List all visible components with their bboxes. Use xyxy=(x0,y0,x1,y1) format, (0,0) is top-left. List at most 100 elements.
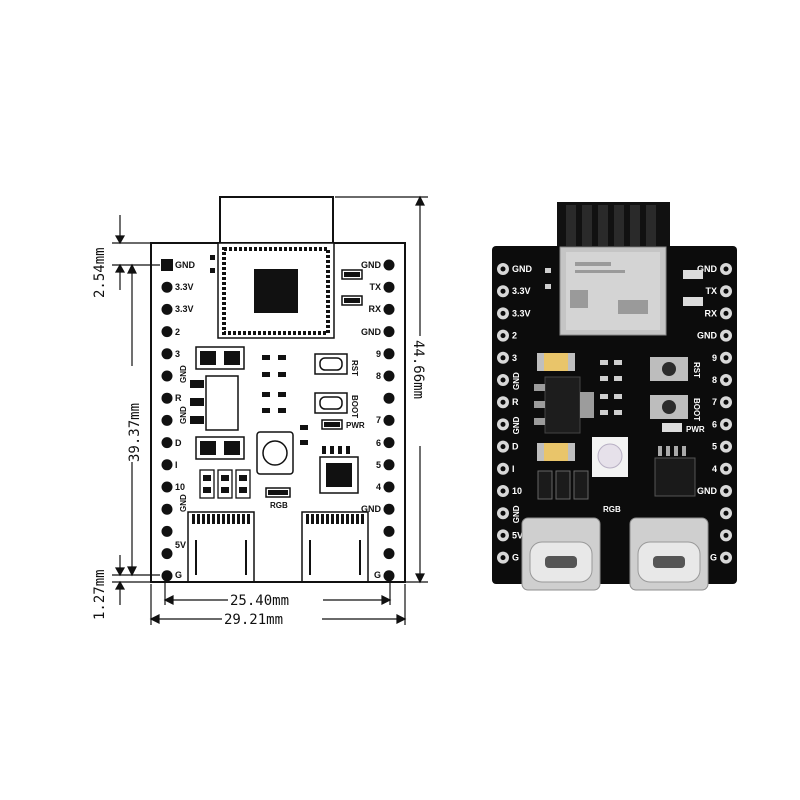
left-pin-hole xyxy=(161,525,173,537)
inner-gnd-label-2: GND xyxy=(179,406,188,424)
right-pin-label: 8 xyxy=(376,371,381,381)
left-pin-hole xyxy=(161,392,173,404)
left-pin-hole xyxy=(161,370,173,382)
photo-left-label: GND xyxy=(512,416,521,434)
left-pin-hole xyxy=(161,414,173,426)
rgb-led-outline xyxy=(256,431,294,475)
dim-inner-width: 25.40mm xyxy=(230,593,289,609)
photo-left-label: 3.3V xyxy=(512,286,531,296)
capacitor-top xyxy=(195,346,245,370)
rst-label: RST xyxy=(350,360,359,376)
photo-left-label: 5V xyxy=(512,530,523,540)
left-pin-hole xyxy=(161,570,173,582)
left-pin-label: I xyxy=(175,460,178,470)
photo-right-label: GND xyxy=(697,264,718,274)
right-pin-label: 4 xyxy=(376,482,381,492)
photo-left-label: G xyxy=(512,553,519,563)
usb-chip-outline xyxy=(319,456,359,494)
right-pin-label: GND xyxy=(361,504,382,514)
right-pin-hole xyxy=(383,303,395,315)
left-pin-label: D xyxy=(175,438,182,448)
photo-left-label: GND xyxy=(512,505,521,523)
photo-right-label: 8 xyxy=(712,375,717,385)
right-pin-label: G xyxy=(374,570,381,580)
usb-c-right-outline xyxy=(301,511,369,583)
dim-top-offset: 2.54mm xyxy=(92,247,108,298)
cap2-pad-1 xyxy=(200,441,216,455)
left-pin-label: 3 xyxy=(175,349,180,359)
right-pin-label: TX xyxy=(369,282,381,292)
inner-gnd-label-3: GND xyxy=(179,494,188,512)
right-pin-label: RX xyxy=(368,304,381,314)
photo-pwr-label: PWR xyxy=(686,425,705,434)
module-pads xyxy=(222,247,330,335)
photo-left-label: 10 xyxy=(512,486,522,496)
right-pin-label: 9 xyxy=(376,349,381,359)
photo-left-label: GND xyxy=(512,372,521,390)
chip-pad xyxy=(254,269,298,313)
right-pin-label: GND xyxy=(361,327,382,337)
cap2-pad-2 xyxy=(224,441,240,455)
photo-rst-label: RST xyxy=(692,362,701,378)
right-pin-hole xyxy=(383,348,395,360)
photo-right-label: 6 xyxy=(712,419,717,429)
rst-button-outline xyxy=(314,353,348,375)
left-pin-label: 3.3V xyxy=(175,282,194,292)
photo-right-label: RX xyxy=(704,308,717,318)
right-pin-hole xyxy=(383,259,395,271)
right-pin-hole xyxy=(383,370,395,382)
cap-pad-1 xyxy=(200,351,216,365)
photo-right-label: G xyxy=(710,553,717,563)
photo-cap-top xyxy=(537,353,575,371)
photo-right-label: 9 xyxy=(712,353,717,363)
photo-right-label: GND xyxy=(697,331,718,341)
right-pin-label: 7 xyxy=(376,415,381,425)
photo-usb-chip xyxy=(654,457,696,497)
regulator-outline xyxy=(205,375,239,431)
left-pin-label: 2 xyxy=(175,327,180,337)
right-pin-holes xyxy=(383,259,395,582)
right-pin-label: 6 xyxy=(376,438,381,448)
photo-left-label: 3 xyxy=(512,353,517,363)
photo-left-label: 3.3V xyxy=(512,308,531,318)
left-pin-hole xyxy=(161,503,173,515)
boot-button-outline xyxy=(314,392,348,414)
photo-cap-bottom xyxy=(537,443,575,461)
photo-regulator xyxy=(544,376,581,434)
photo-left-label: D xyxy=(512,442,519,452)
left-pin-hole xyxy=(161,303,173,315)
rgb-label: RGB xyxy=(270,501,288,510)
photo-left-label: R xyxy=(512,397,519,407)
right-pin-hole xyxy=(383,481,395,493)
right-pin-hole xyxy=(383,326,395,338)
pwr-label: PWR xyxy=(346,421,365,430)
antenna-outline xyxy=(219,196,334,244)
photo-left-label: GND xyxy=(512,264,533,274)
left-pin-label: 5V xyxy=(175,540,186,550)
dim-height: 44.66mm xyxy=(410,340,426,399)
right-pin-hole xyxy=(383,414,395,426)
right-pin-hole xyxy=(383,437,395,449)
left-pin-hole xyxy=(161,459,173,471)
photo-left-label: I xyxy=(512,464,515,474)
left-pin-holes xyxy=(161,259,173,582)
left-pin-hole xyxy=(161,348,173,360)
dim-outer-width: 29.21mm xyxy=(224,612,283,628)
right-pin-hole xyxy=(383,503,395,515)
right-pin-hole xyxy=(383,281,395,293)
right-pin-label: 5 xyxy=(376,460,381,470)
left-pin-label: R xyxy=(175,393,182,403)
left-pin-label: 10 xyxy=(175,482,185,492)
right-pin-hole xyxy=(383,392,395,404)
photo-rgb-label: RGB xyxy=(603,505,621,514)
reg-pin-2 xyxy=(190,398,204,406)
cap-pad-2 xyxy=(224,351,240,365)
left-pin-hole xyxy=(161,548,173,560)
boot-label: BOOT xyxy=(350,395,359,418)
photo-left-label: 2 xyxy=(512,331,517,341)
reg-pin-1 xyxy=(190,380,204,388)
dim-bottom-offset: 1.27mm xyxy=(92,569,108,620)
